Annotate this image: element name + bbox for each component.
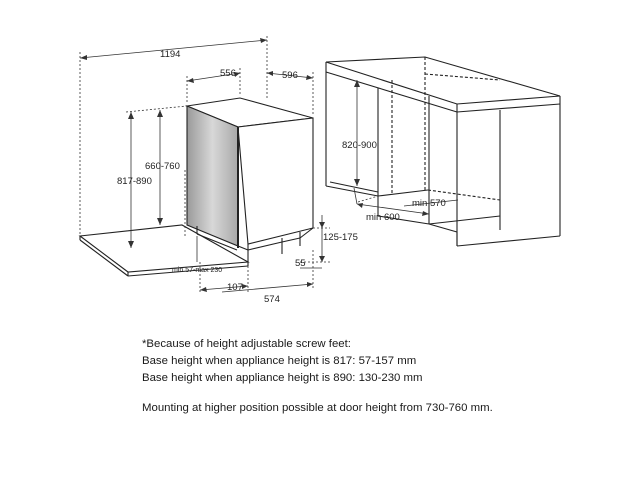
cabinet-niche-drawing (325, 56, 561, 247)
dimension-arrows-left (80, 38, 325, 292)
countertop (325, 56, 561, 105)
dishwasher-drawing (78, 97, 314, 277)
dim-plinth-range: min 57-max 230 (172, 267, 222, 274)
dim-front-width: 596 (282, 70, 298, 81)
door-panel (186, 105, 239, 247)
note-base-height-890: Base height when appliance height is 890… (142, 372, 423, 384)
dim-niche-height: 820-900 (342, 140, 377, 151)
note-mounting-higher: Mounting at higher position possible at … (142, 402, 493, 414)
dim-niche-width: min 600 (366, 212, 400, 223)
note-base-height-817: Base height when appliance height is 817… (142, 355, 417, 367)
note-screw-feet: *Because of height adjustable screw feet… (142, 338, 351, 350)
dim-kick-depth: 55 (295, 258, 306, 269)
dim-total-width: 1194 (160, 49, 180, 60)
dim-kick-height: 125-175 (323, 232, 358, 243)
dim-overall-height: 817-890 (117, 176, 152, 187)
installation-diagram: 1194 556 596 817-890 660-760 min 57-max … (78, 36, 561, 305)
installation-notes: *Because of height adjustable screw feet… (142, 336, 493, 417)
dimension-arrows-right (354, 80, 429, 216)
dim-niche-depth: min 570 (412, 198, 446, 209)
dim-body-height: 660-760 (145, 161, 180, 172)
dim-base-depth: 574 (264, 294, 280, 305)
dimension-lines-right (353, 80, 459, 215)
dim-body-depth: 556 (220, 68, 236, 79)
cabinet-side (237, 117, 314, 245)
dim-foot-depth: 107 (227, 282, 243, 293)
